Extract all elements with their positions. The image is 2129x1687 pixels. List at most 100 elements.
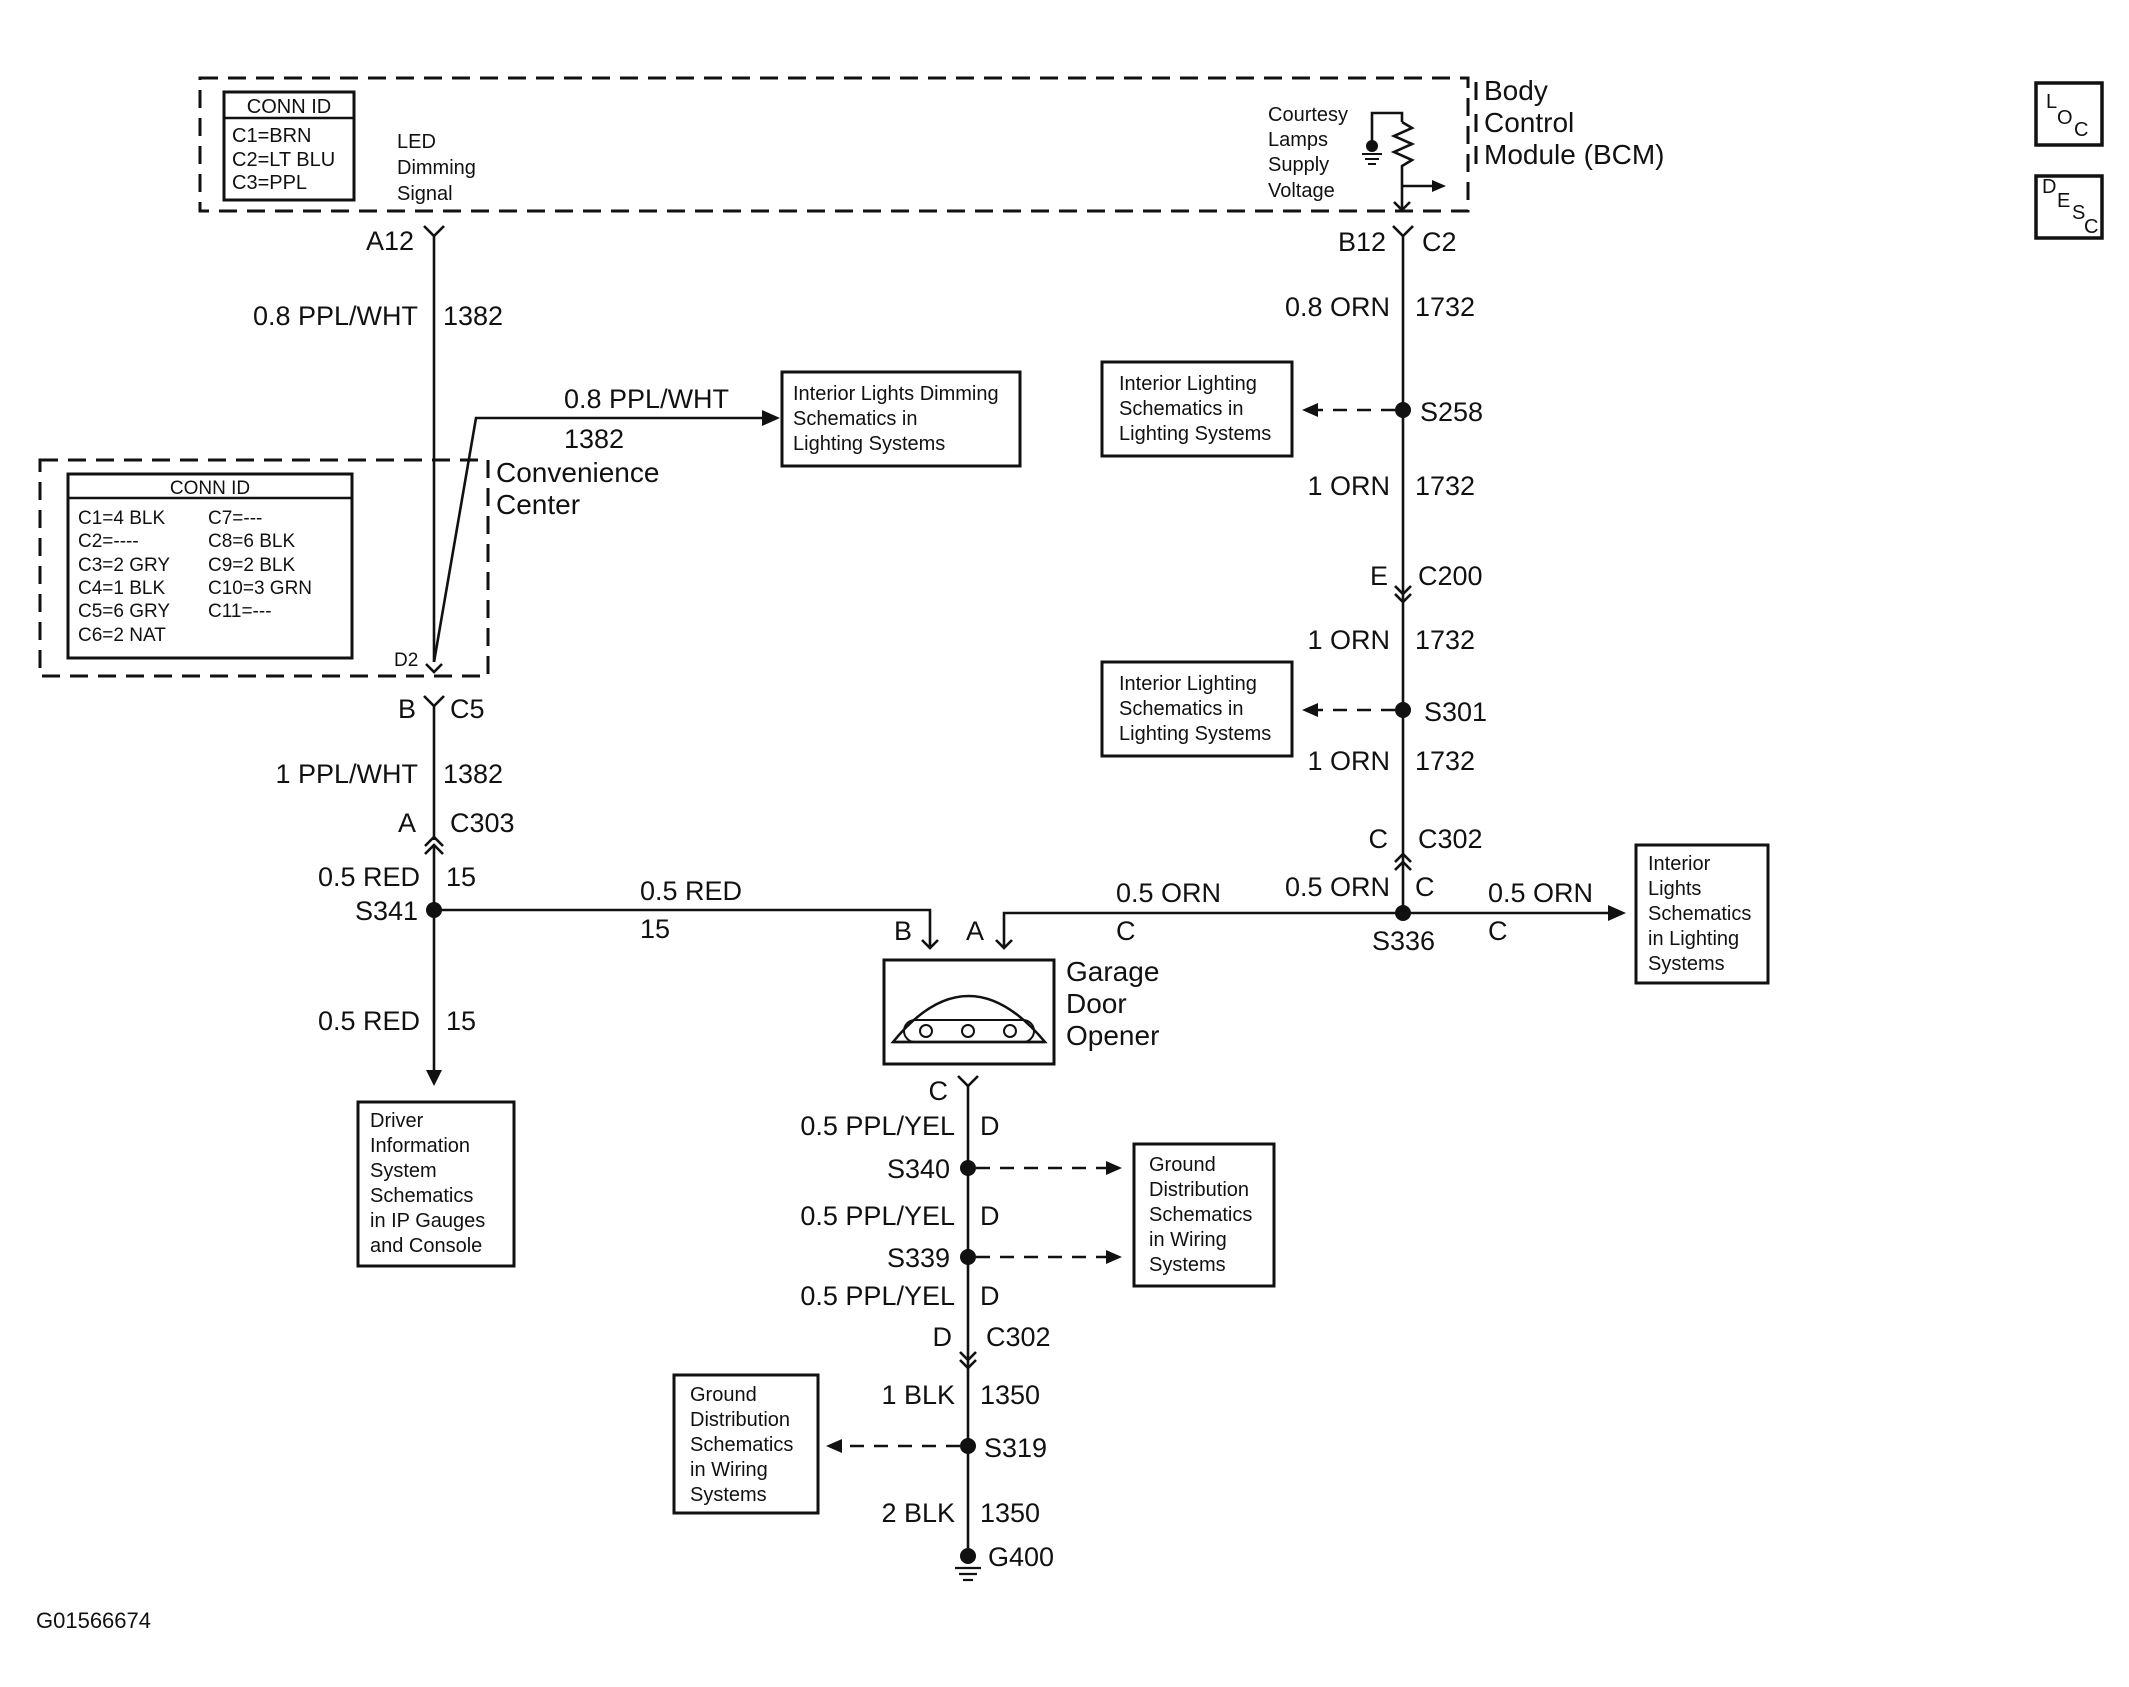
diagram-text: Systems bbox=[690, 1484, 767, 1506]
arrow-down-icon bbox=[426, 1070, 442, 1086]
diagram-text: C bbox=[2084, 216, 2098, 238]
wire-orn-horizontal bbox=[1002, 911, 1403, 946]
interior-lights-schematics-box: Interior Lights Schematics in Lighting S… bbox=[1634, 843, 1770, 985]
circuit-number: D bbox=[980, 1111, 1000, 1141]
wire-label: 0.5 RED bbox=[318, 862, 420, 892]
diagram-text: LED bbox=[397, 131, 436, 153]
connector-c302-lower-icon bbox=[959, 1351, 977, 1362]
diagram-text: Lights bbox=[1648, 878, 1701, 900]
diagram-text: Courtesy bbox=[1268, 104, 1348, 126]
bcm-conn-row: C3=PPL bbox=[232, 172, 307, 194]
diagram-text: Schematics bbox=[370, 1185, 473, 1207]
arrow-left-icon bbox=[1302, 403, 1318, 417]
connector-id: C303 bbox=[450, 808, 515, 838]
diagram-text: and Console bbox=[370, 1235, 482, 1257]
bcm-conn-id-header: CONN ID bbox=[247, 96, 331, 118]
circuit-number: 1382 bbox=[564, 424, 624, 454]
wire-label: 0.5 PPL/YEL bbox=[800, 1201, 955, 1231]
circuit-number: D bbox=[980, 1201, 1000, 1231]
diagram-text: Schematics bbox=[690, 1434, 793, 1456]
bcm-pin-a12: A12 bbox=[366, 226, 414, 256]
diagram-text: Schematics in bbox=[793, 408, 918, 430]
wire-label: 0.5 PPL/YEL bbox=[800, 1281, 955, 1311]
wire-label: 0.8 PPL/WHT bbox=[253, 301, 418, 331]
led-dimming-signal-label: LED Dimming Signal bbox=[397, 131, 476, 205]
diagram-text: Convenience bbox=[496, 457, 659, 488]
splice-label: S319 bbox=[984, 1433, 1047, 1463]
arrow-left-icon bbox=[826, 1439, 842, 1453]
splice-s258-icon bbox=[1395, 402, 1411, 418]
diagram-text: Signal bbox=[397, 183, 453, 205]
diagram-text: Module (BCM) bbox=[1484, 139, 1664, 170]
splice-s339-icon bbox=[960, 1249, 976, 1265]
courtesy-lamps-label: Courtesy Lamps Supply Voltage bbox=[1268, 104, 1348, 202]
wire-label: 0.5 ORN bbox=[1488, 878, 1593, 908]
diagram-text: Supply bbox=[1268, 154, 1329, 176]
loc-button[interactable]: L O C bbox=[2034, 81, 2104, 147]
circuit-number: 1732 bbox=[1415, 625, 1475, 655]
diagram-text: Interior bbox=[1648, 853, 1711, 875]
driver-information-system-box: Driver Information System Schematics in … bbox=[356, 1100, 516, 1268]
diagram-text: Center bbox=[496, 489, 580, 520]
diagram-text: Lighting Systems bbox=[793, 433, 945, 455]
diagram-text: Interior Lighting bbox=[1119, 673, 1257, 695]
convenience-pin-d2: D2 bbox=[394, 650, 418, 671]
diagram-text: Opener bbox=[1066, 1020, 1159, 1051]
diagram-text: Control bbox=[1484, 107, 1574, 138]
diagram-text: Dimming bbox=[397, 157, 476, 179]
bcm-conn-row: C2=LT BLU bbox=[232, 149, 335, 171]
diagram-text: Garage bbox=[1066, 956, 1159, 987]
diagram-text: System bbox=[370, 1160, 437, 1182]
splice-label: S336 bbox=[1372, 926, 1435, 956]
wire-label: 0.5 ORN bbox=[1116, 878, 1221, 908]
arrow-right-icon bbox=[762, 410, 780, 426]
connector-a12-icon bbox=[423, 225, 445, 238]
connector-pin: B bbox=[398, 694, 416, 724]
interior-lights-dimming-box: Interior Lights Dimming Schematics in Li… bbox=[780, 370, 1022, 468]
splice-s319-icon bbox=[960, 1438, 976, 1454]
convenience-center-title: Convenience Center bbox=[496, 457, 659, 520]
connector-c200-icon bbox=[1394, 585, 1412, 596]
diagram-text: Schematics bbox=[1648, 903, 1751, 925]
diagram-text: C bbox=[2074, 119, 2088, 141]
diagram-text: S bbox=[2072, 202, 2085, 224]
wire-label: 1 ORN bbox=[1307, 625, 1390, 655]
interior-lighting-box-2: Interior Lighting Schematics in Lighting… bbox=[1100, 660, 1294, 758]
circuit-number: 15 bbox=[446, 862, 476, 892]
convenience-center-outline bbox=[38, 458, 490, 678]
wire-label: 1 ORN bbox=[1307, 746, 1390, 776]
diagram-text: C5=6 GRY bbox=[78, 601, 170, 622]
connector-b12-icon bbox=[1392, 225, 1414, 238]
diagram-text: Schematics in bbox=[1119, 398, 1244, 420]
diagram-text: Distribution bbox=[1149, 1179, 1249, 1201]
diagram-text: C4=1 BLK bbox=[78, 578, 165, 599]
wire-label: 0.5 ORN bbox=[1285, 872, 1390, 902]
desc-button[interactable]: D E S C bbox=[2034, 174, 2104, 240]
wire-label: 1 ORN bbox=[1307, 471, 1390, 501]
diagram-text: Interior Lighting bbox=[1119, 373, 1257, 395]
diagram-text: O bbox=[2057, 107, 2073, 129]
diagram-text: Ground bbox=[1149, 1154, 1216, 1176]
diagram-text: in Wiring bbox=[1149, 1229, 1227, 1251]
circuit-number: 15 bbox=[640, 914, 670, 944]
wire-label: 0.8 PPL/WHT bbox=[564, 384, 729, 414]
ground-distribution-box-2: Ground Distribution Schematics in Wiring… bbox=[672, 1373, 820, 1515]
ground-g400-label: G400 bbox=[988, 1542, 1054, 1572]
diagram-text: Interior Lights Dimming bbox=[793, 383, 999, 405]
wire-label: 0.5 PPL/YEL bbox=[800, 1111, 955, 1141]
splice-label: S301 bbox=[1424, 697, 1487, 727]
diagram-text: Distribution bbox=[690, 1409, 790, 1431]
diagram-text: Lighting Systems bbox=[1119, 723, 1271, 745]
diagram-text: C7=--- bbox=[208, 508, 262, 529]
circuit-number: 1382 bbox=[443, 301, 503, 331]
garage-door-opener-module bbox=[882, 958, 1056, 1066]
courtesy-supply-resistor-icon bbox=[1362, 111, 1446, 212]
connector-id: C302 bbox=[1418, 824, 1483, 854]
wire-label: 0.8 ORN bbox=[1285, 292, 1390, 322]
diagram-text: C11=--- bbox=[208, 601, 272, 622]
bcm-conn-row: C1=BRN bbox=[232, 125, 311, 147]
connector-c302-icon bbox=[1394, 852, 1412, 863]
arrow-left-icon bbox=[1302, 703, 1318, 717]
wire-label: 1 PPL/WHT bbox=[275, 759, 418, 789]
figure-id: G01566674 bbox=[36, 1608, 151, 1633]
